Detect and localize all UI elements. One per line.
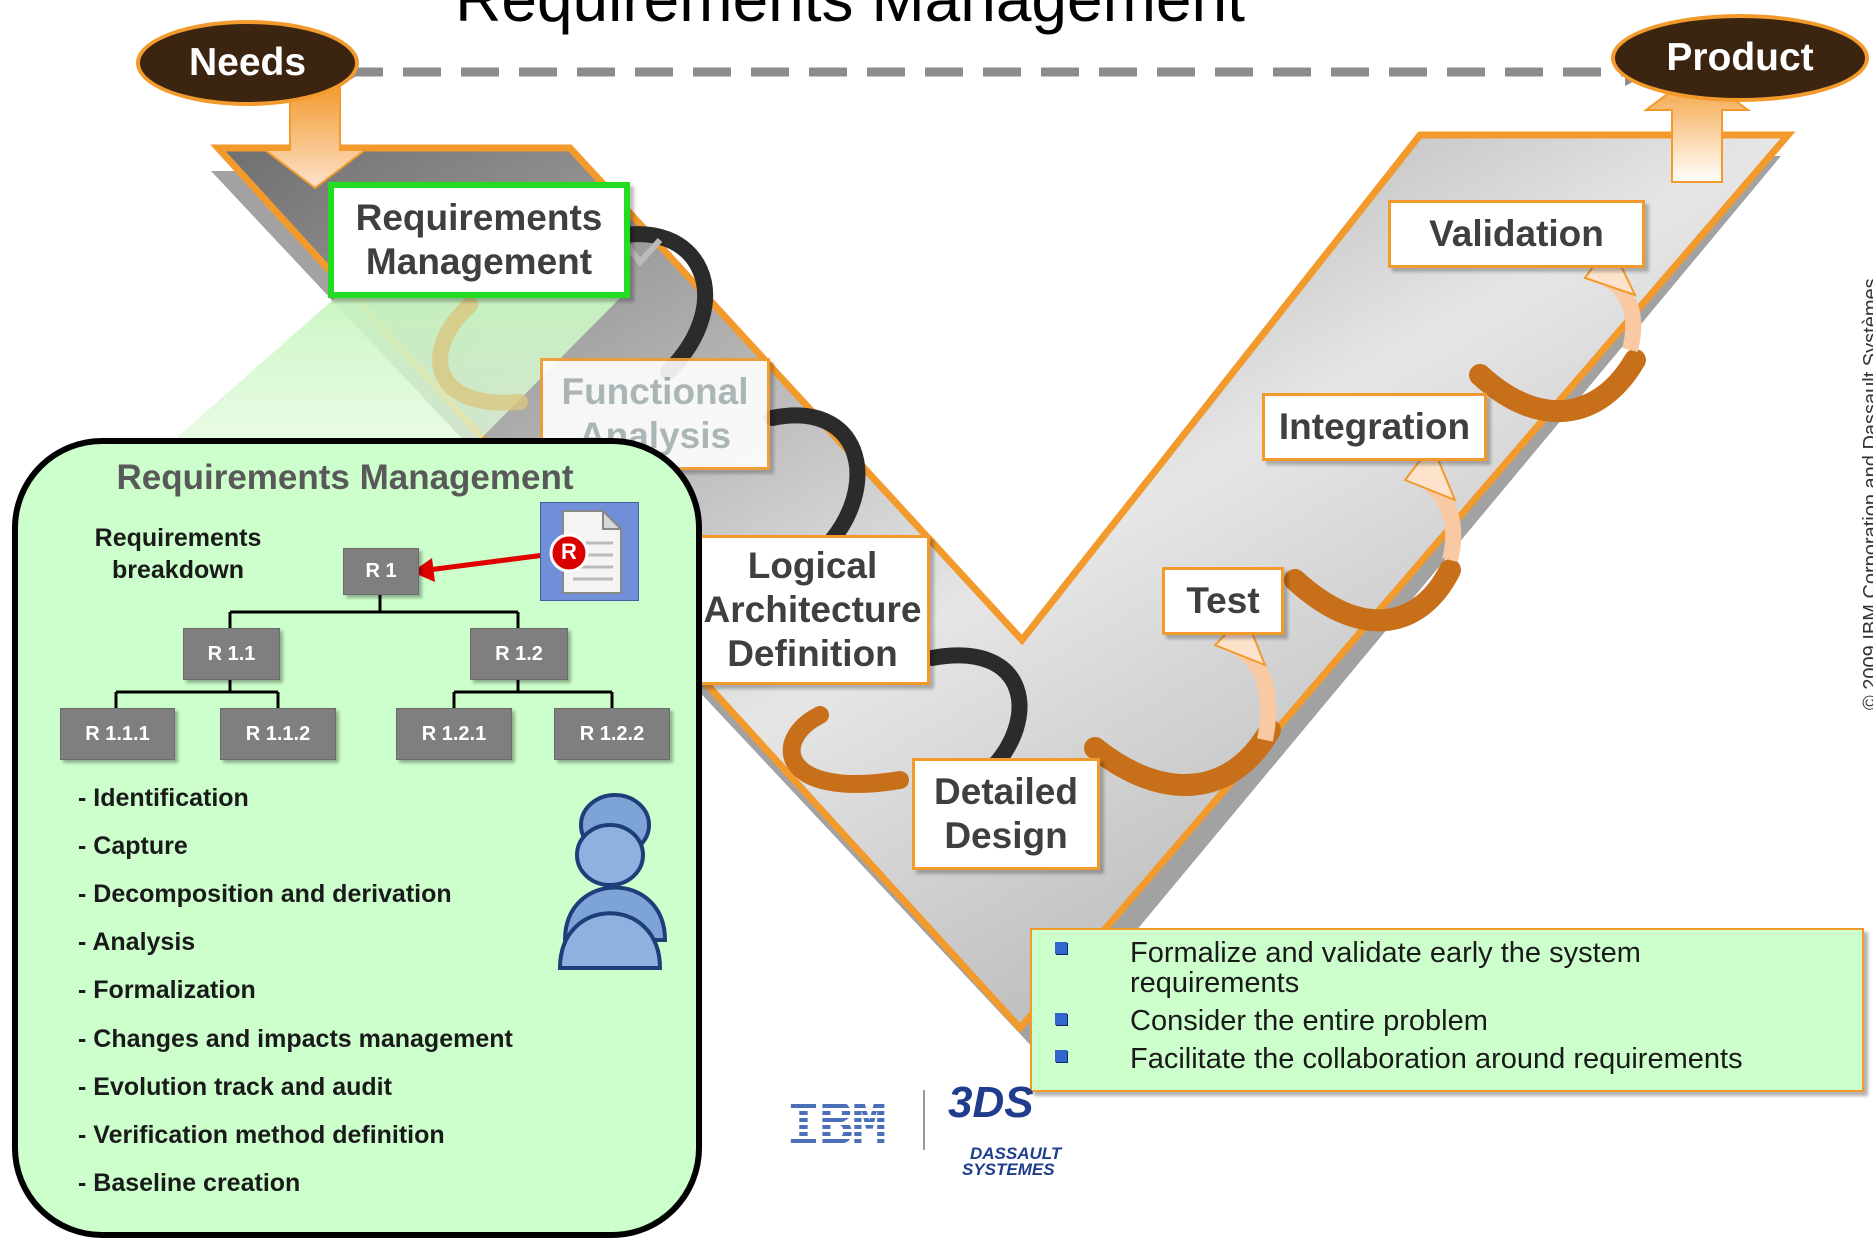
up-arrow-head-icon [1403,443,1457,502]
benefit-item: Formalize and validate early the system … [1130,937,1641,999]
panel-title: Requirements Management [116,458,574,497]
dassault-mark: 3DS [948,1078,1034,1127]
orange-swoosh-icon [1469,349,1646,423]
orange-swoosh-icon [1284,559,1461,632]
benefit-item: Facilitate the collaboration around requ… [1130,1043,1743,1075]
tree-node-r1-2-2[interactable]: R 1.2.2 [554,708,670,760]
doc-badge-label: R [561,539,577,564]
logo-divider [923,1090,925,1150]
tree-node-r1[interactable]: R 1 [343,548,419,595]
bullet-square-icon [1055,1050,1067,1062]
product-oval: Product [1615,18,1865,98]
stage-label: Requirements Management [355,197,603,282]
bullet-square-icon [1055,1013,1067,1025]
stage-validation[interactable]: Validation [1388,200,1645,268]
partner-logos: IBM 3DS DASSAULT SYSTEMES [780,1068,1100,1183]
stage-detailed-design[interactable]: Detailed Design [912,758,1100,870]
curved-arrow-icon [924,647,1028,778]
feature-item: - Evolution track and audit [78,1073,392,1101]
tree-node-r1-2-1[interactable]: R 1.2.1 [396,708,512,760]
needs-label: Needs [188,41,307,84]
dassault-line1: DASSAULT [970,1144,1062,1163]
copyright-text: © 2009 IBM Corporation and Dassault Syst… [1860,278,1873,710]
breakdown-label: Requirements breakdown [94,524,262,584]
stage-label: Logical Architecture Definition [703,545,922,674]
tree-node-r1-1-1[interactable]: R 1.1.1 [60,708,175,760]
users-icon [557,793,668,970]
needs-down-arrow-icon [262,84,368,190]
dassault-line2: SYSTEMES [962,1160,1055,1179]
curved-arrow-icon [602,226,714,380]
page-title: Requirements Management [0,0,1700,36]
bullet-square-icon [1055,942,1067,954]
requirement-document-icon: R [540,502,639,601]
product-label: Product [1666,36,1814,79]
tree-node-r1-2[interactable]: R 1.2 [470,628,568,680]
tree-node-r1-1[interactable]: R 1.1 [183,628,280,680]
benefits-box [1030,928,1864,1092]
curved-arrow-icon [782,706,909,793]
feature-item: - Formalization [78,976,256,1004]
curved-arrow-icon [432,297,528,411]
feature-item: - Changes and impacts management [78,1025,513,1053]
stage-label: Detailed Design [934,771,1078,856]
stage-label: Test [1186,580,1260,621]
needs-oval: Needs [140,24,355,102]
ibm-logo: IBM [786,1090,887,1158]
feature-item: - Identification [78,784,249,812]
orange-swoosh-icon [1084,719,1281,796]
stage-integration[interactable]: Integration [1262,393,1487,461]
stage-label: Integration [1278,406,1471,447]
feature-item: - Baseline creation [78,1169,301,1197]
highlight-beam [140,298,620,470]
feature-item: - Verification method definition [78,1121,445,1149]
stage-label: Validation [1429,213,1604,254]
feature-item: - Capture [78,832,188,860]
curved-arrow-icon [764,407,866,548]
tree-connectors [114,550,614,708]
stage-requirements-management[interactable]: Requirements Management [328,182,630,298]
stage-test[interactable]: Test [1162,567,1284,635]
feature-item: - Analysis [78,928,196,956]
tree-node-r1-1-2[interactable]: R 1.1.2 [220,708,336,760]
stage-logical-architecture[interactable]: Logical Architecture Definition [695,535,930,685]
benefit-item: Consider the entire problem [1130,1005,1488,1037]
feature-item: - Decomposition and derivation [78,880,452,908]
